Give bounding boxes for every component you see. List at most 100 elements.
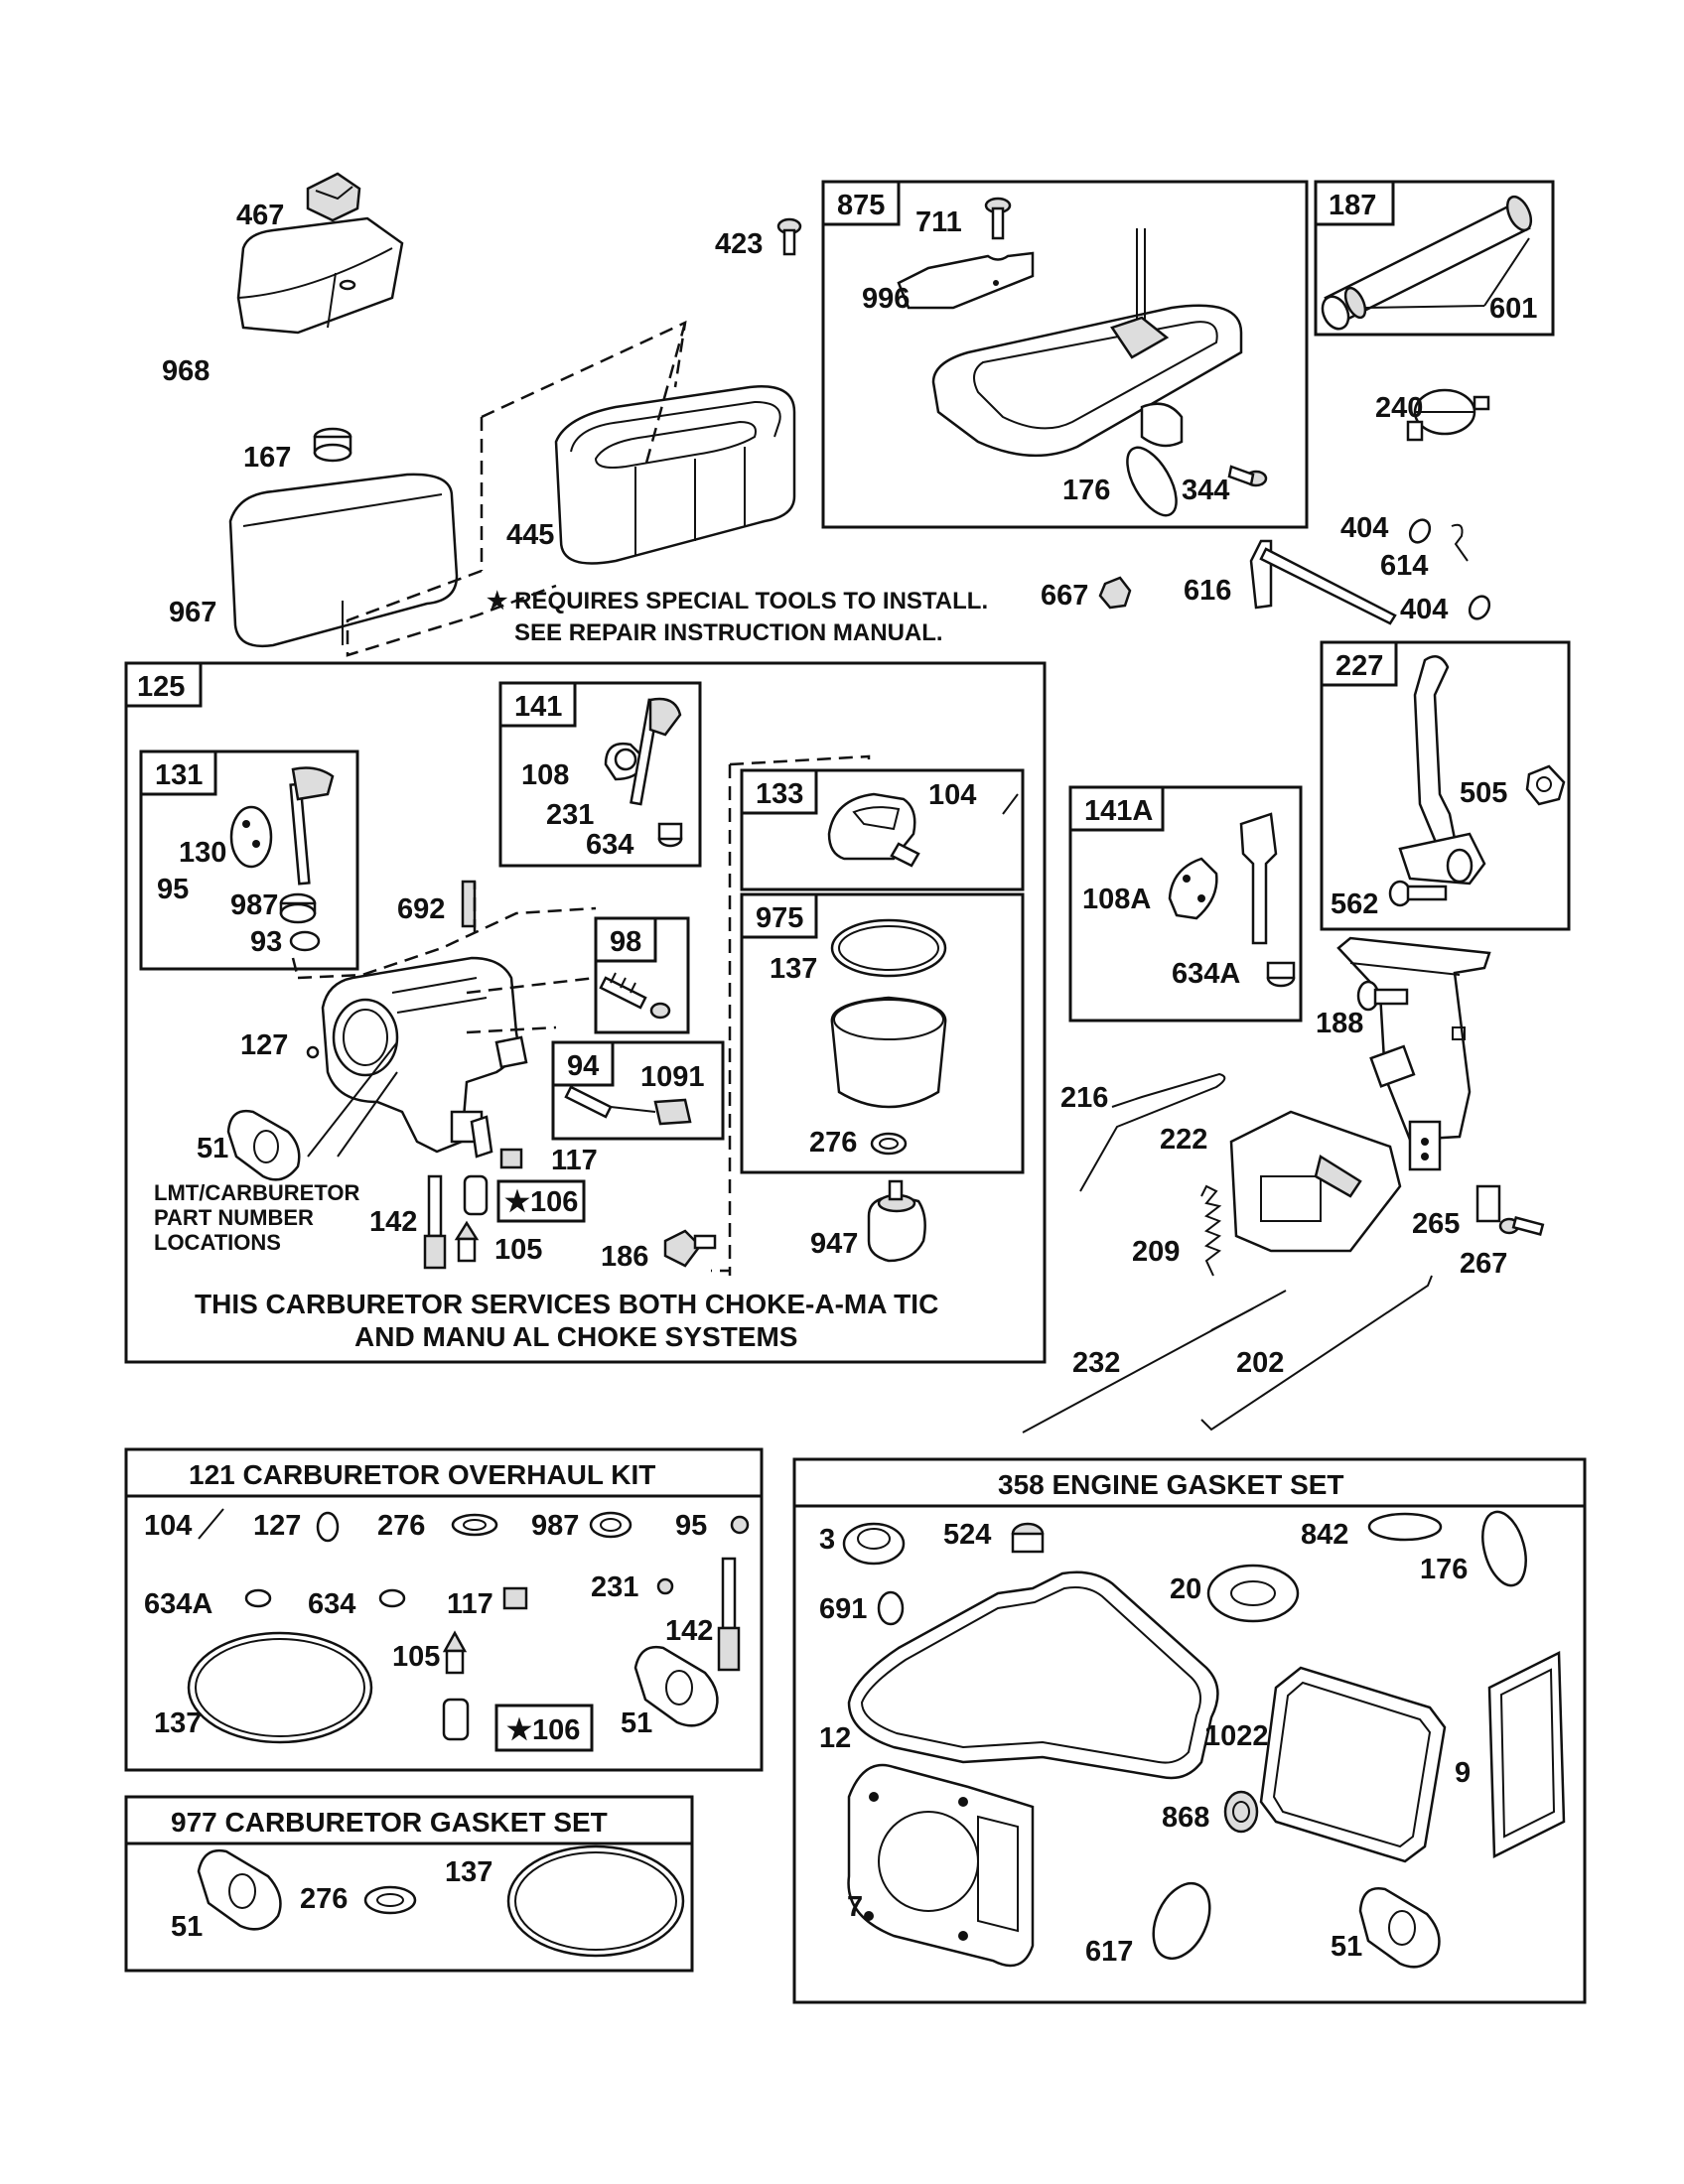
air-filter-cartridge xyxy=(554,385,796,565)
lmt-note-1: LMT/CARBURETOR xyxy=(154,1180,359,1205)
nut-505 xyxy=(1525,764,1566,806)
kit-121-ring-137 xyxy=(187,1631,373,1744)
breather-tube xyxy=(1321,195,1533,331)
label-240: 240 xyxy=(1375,392,1423,424)
kit-121-label-95: 95 xyxy=(675,1510,707,1542)
kit-121-label-634a: 634A xyxy=(144,1588,212,1620)
box-358-set xyxy=(792,1457,1587,2004)
kit-121-label-231: 231 xyxy=(591,1571,638,1603)
link-202 xyxy=(1200,1275,1433,1432)
label-202: 202 xyxy=(1236,1347,1284,1379)
label-505: 505 xyxy=(1460,777,1507,809)
screw-344 xyxy=(1227,465,1268,487)
throttle-shaft-141a xyxy=(1168,812,1296,988)
label-634: 634 xyxy=(586,829,633,861)
o-ring-176 xyxy=(1126,446,1178,517)
box-141-label: 141 xyxy=(514,691,562,723)
label-614: 614 xyxy=(1380,550,1428,582)
label-231: 231 xyxy=(546,799,594,831)
washer-404b xyxy=(1468,595,1491,620)
solenoid-947 xyxy=(867,1179,926,1263)
label-616: 616 xyxy=(1184,575,1231,607)
box-975-label: 975 xyxy=(756,902,803,934)
valve-cover-996 xyxy=(897,251,1035,310)
breather-cover xyxy=(931,228,1243,458)
label-634a: 634A xyxy=(1172,958,1240,990)
idle-screw-98 xyxy=(599,972,671,1020)
label-176: 176 xyxy=(1062,475,1110,506)
box-227-label: 227 xyxy=(1335,650,1383,682)
box-141a-label: 141A xyxy=(1084,795,1153,827)
label-106: ★106 xyxy=(504,1186,578,1218)
kit-121-label-987: 987 xyxy=(531,1510,579,1542)
pre-cleaner xyxy=(228,473,459,648)
box-875-label: 875 xyxy=(837,190,885,221)
box-98-label: 98 xyxy=(610,926,641,958)
box-977-set xyxy=(124,1795,694,1973)
crankcase-gasket-12 xyxy=(847,1570,1219,1780)
set-977-gasket-51 xyxy=(197,1848,282,1931)
label-947: 947 xyxy=(810,1228,858,1260)
repair-manual-note: SEE REPAIR INSTRUCTION MANUAL. xyxy=(514,619,943,646)
label-108a: 108A xyxy=(1082,884,1151,915)
governor-lever-227 xyxy=(1398,655,1486,886)
box-94-label: 94 xyxy=(567,1050,599,1082)
label-105: 105 xyxy=(494,1234,542,1266)
set-358-label-842: 842 xyxy=(1301,1519,1348,1551)
box-875 xyxy=(821,180,1309,529)
air-cleaner-nut xyxy=(313,427,352,463)
kit-121-gasket-51 xyxy=(633,1645,719,1727)
set-977-label-51: 51 xyxy=(171,1911,203,1943)
gasket-9 xyxy=(1487,1651,1566,1858)
screw-267 xyxy=(1498,1216,1545,1236)
kit-121-label-104: 104 xyxy=(144,1510,192,1542)
label-209: 209 xyxy=(1132,1236,1180,1268)
kit-121-label-276: 276 xyxy=(377,1510,425,1542)
special-tools-note: ★ REQUIRES SPECIAL TOOLS TO INSTALL. xyxy=(487,588,988,614)
box-106 xyxy=(496,1179,586,1223)
lmt-note-3: LOCATIONS xyxy=(154,1230,281,1255)
box-141a xyxy=(1068,785,1303,1023)
clip-614 xyxy=(1451,523,1469,562)
screw-711 xyxy=(984,197,1012,240)
label-232: 232 xyxy=(1072,1347,1120,1379)
label-130: 130 xyxy=(179,837,226,869)
gasket-51 xyxy=(226,1109,301,1181)
box-141 xyxy=(498,681,702,868)
kit-121-label-634: 634 xyxy=(308,1588,355,1620)
screw-188 xyxy=(1356,980,1409,1012)
pin-104 xyxy=(1002,793,1019,815)
control-bracket xyxy=(1336,936,1491,1171)
float-133 xyxy=(827,792,920,868)
label-188: 188 xyxy=(1316,1008,1363,1039)
jet-117 xyxy=(499,1148,523,1169)
set-358-label-51: 51 xyxy=(1331,1931,1362,1963)
box-131 xyxy=(139,750,359,971)
label-601: 601 xyxy=(1489,293,1537,325)
pin-692 xyxy=(461,880,477,928)
label-216: 216 xyxy=(1060,1082,1108,1114)
label-445: 445 xyxy=(506,519,554,551)
set-977-label-276: 276 xyxy=(300,1883,348,1915)
label-1091: 1091 xyxy=(640,1061,705,1093)
label-51: 51 xyxy=(197,1133,228,1164)
nut-667 xyxy=(1098,576,1132,610)
set-977-ring-137 xyxy=(506,1844,685,1958)
set-358-label-9: 9 xyxy=(1455,1757,1471,1789)
seal-868 xyxy=(1223,1790,1259,1834)
o-ring-617 xyxy=(1152,1881,1211,1961)
link-616 xyxy=(1249,539,1397,625)
box-94 xyxy=(551,1040,725,1141)
kit-977-title: 977 CARBURETOR GASKET SET xyxy=(171,1807,608,1838)
label-104: 104 xyxy=(928,779,976,811)
label-711: 711 xyxy=(915,206,962,238)
gasket-51-engine xyxy=(1358,1887,1441,1969)
label-467: 467 xyxy=(236,200,284,231)
set-977-label-137: 137 xyxy=(445,1856,492,1888)
kit-121-label-127: 127 xyxy=(253,1510,301,1542)
box-133-label: 133 xyxy=(756,778,803,810)
box-131-label: 131 xyxy=(155,759,203,791)
float-bowl-975 xyxy=(830,918,947,1156)
box-187 xyxy=(1314,180,1555,337)
